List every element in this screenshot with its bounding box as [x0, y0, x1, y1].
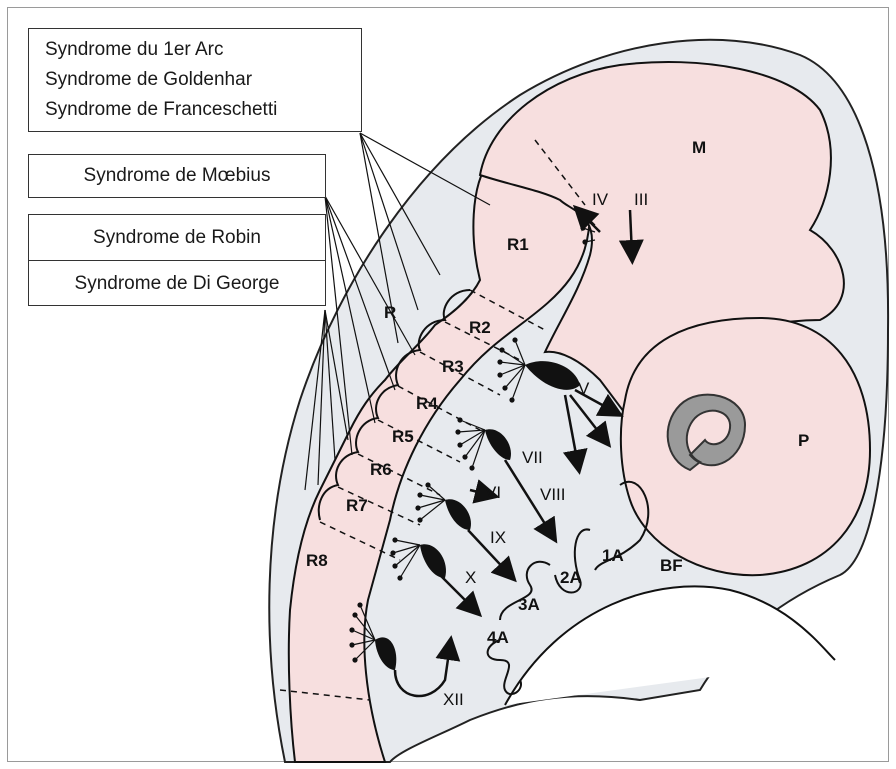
prosencephalon: [621, 318, 870, 575]
rhombomere-label: R7: [346, 496, 368, 515]
label-M: M: [692, 138, 706, 157]
arch-label: 4A: [487, 628, 509, 647]
syndrome-label: Syndrome de Mœbius: [29, 155, 325, 197]
arch-label: 2A: [560, 568, 582, 587]
rhombomere-label: R1: [507, 235, 529, 254]
rhombomere-label: R3: [442, 357, 464, 376]
label-BF: BF: [660, 556, 683, 575]
syndrome-label: Syndrome du 1er Arc: [45, 35, 361, 65]
arch-label: 1A: [602, 546, 624, 565]
nerve-label: III: [634, 190, 648, 209]
nerve-label: VIII: [540, 485, 566, 504]
nerve-label: VI: [485, 483, 501, 502]
rhombomere-label: R2: [469, 318, 491, 337]
syndrome-label: Syndrome de Goldenhar: [45, 65, 361, 95]
rhombomere-label: R8: [306, 551, 328, 570]
arch-label: 3A: [518, 595, 540, 614]
label-R: R: [384, 303, 396, 322]
nerve-label: IX: [490, 528, 506, 547]
rhombomere-label: R4: [416, 394, 438, 413]
nerve-label: X: [465, 568, 476, 587]
rhombomere-label: R5: [392, 427, 414, 446]
syndrome-box-moebius: Syndrome de Mœbius: [28, 154, 326, 198]
syndrome-label: Syndrome de Di George: [29, 261, 325, 306]
syndrome-box-first-arch: Syndrome du 1er Arc Syndrome de Goldenha…: [28, 28, 362, 132]
nerve-label: IV: [592, 190, 609, 209]
label-P: P: [798, 431, 809, 450]
rhombomere-label: R6: [370, 460, 392, 479]
syndrome-box-robin-digeorge: Syndrome de Robin Syndrome de Di George: [28, 214, 326, 306]
syndrome-label: Syndrome de Franceschetti: [45, 95, 361, 125]
nerve-label: V: [578, 379, 590, 398]
syndrome-label: Syndrome de Robin: [29, 215, 325, 261]
nerve-label: VII: [522, 448, 543, 467]
nerve-label: XII: [443, 690, 464, 709]
